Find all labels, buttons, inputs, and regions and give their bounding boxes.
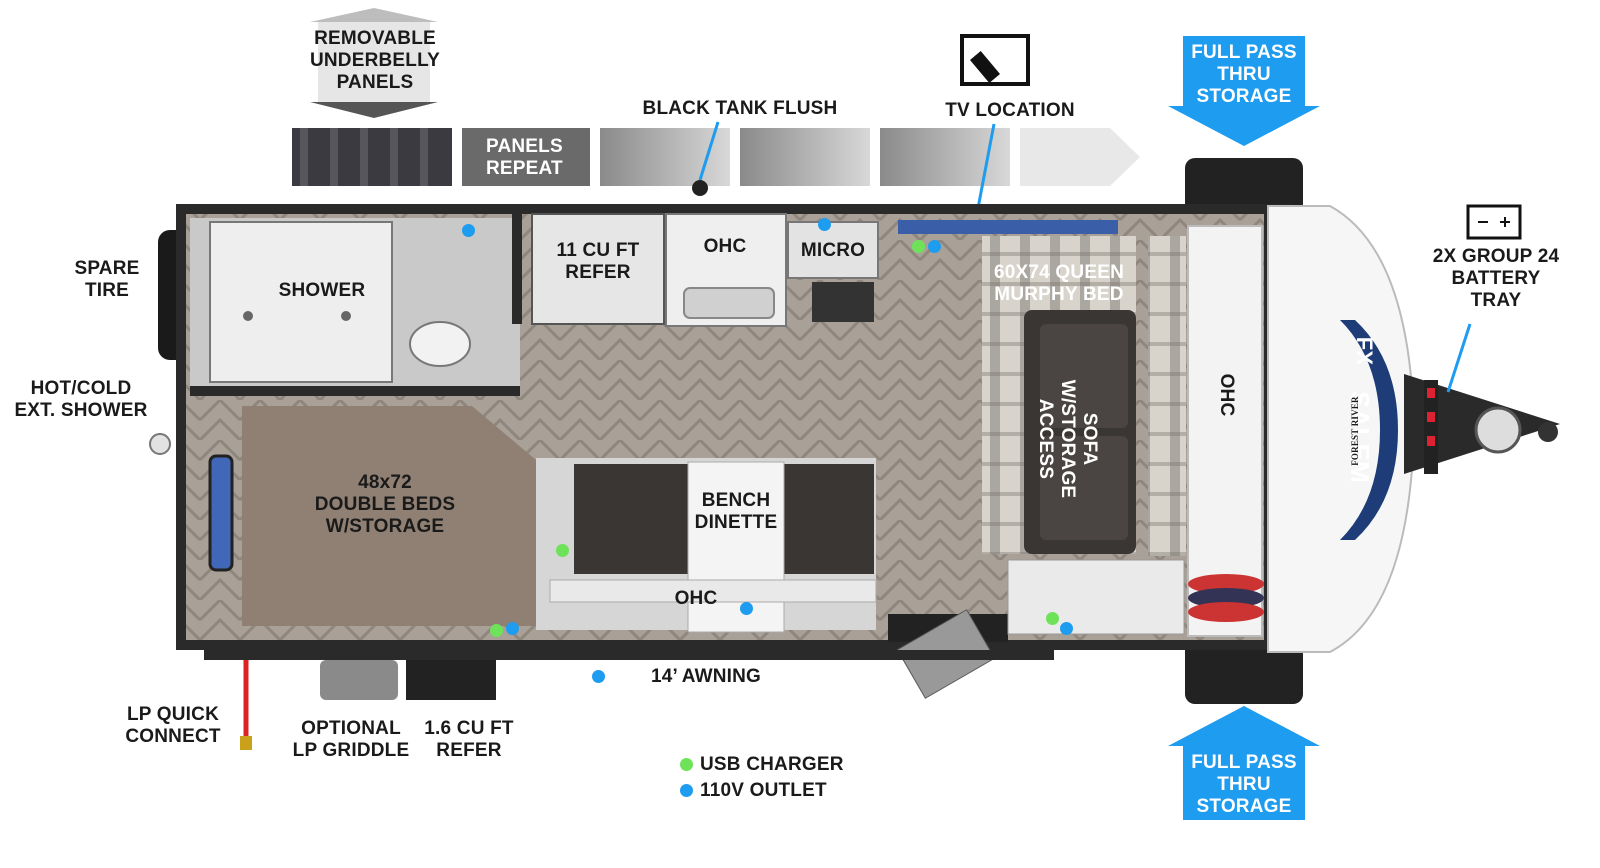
lp-connector-icon	[240, 736, 252, 750]
ohc-bottom-label: OHC	[674, 588, 718, 609]
bed-window-icon	[208, 454, 234, 572]
awning-label: 14’ AWNING	[650, 666, 762, 687]
battery-label: 2X GROUP 24 BATTERY TRAY	[1432, 246, 1560, 311]
lp-quick-label: LP QUICK CONNECT	[125, 704, 221, 747]
salem-logo-icon	[1340, 320, 1398, 540]
battery-leader	[1446, 323, 1472, 393]
panels-repeat-label: PANELS REPEAT	[486, 136, 563, 179]
front-cabinet	[1007, 559, 1185, 635]
refer-box	[531, 213, 665, 325]
brand-sub-text: FOREST RIVER	[1350, 396, 1360, 466]
refer-label: 11 CU FT REFER	[556, 240, 640, 283]
outlet-dot	[740, 602, 753, 615]
usb-dot	[556, 544, 569, 557]
shower-stall	[209, 221, 393, 383]
usb-dot	[912, 240, 925, 253]
outlet-dot	[1060, 622, 1073, 635]
outlet-dot	[928, 240, 941, 253]
outlet-dot	[462, 224, 475, 237]
dinette-table	[687, 461, 785, 633]
awning-bar	[204, 650, 1054, 660]
usb-dot	[1046, 612, 1059, 625]
small-refer-icon	[406, 660, 496, 700]
dinette-bench-bottom	[549, 579, 877, 603]
ohc-top-label: OHC	[703, 236, 747, 257]
black-tank-label: BLACK TANK FLUSH	[642, 98, 838, 119]
usb-legend-icon	[680, 758, 693, 771]
shower-drain-icon	[243, 311, 253, 321]
outlet-legend-icon	[680, 784, 693, 797]
bath-wall	[190, 386, 520, 396]
battery-icon	[1466, 204, 1522, 240]
sink-icon	[683, 287, 775, 319]
front-ohc-area	[1187, 225, 1263, 637]
tv-icon	[960, 34, 1030, 86]
black-tank-flush-icon	[692, 180, 708, 196]
ext-shower-icon	[149, 433, 171, 455]
underbelly-panels	[292, 128, 1140, 186]
underbelly-arrow-icon	[310, 8, 438, 118]
micro-label: MICRO	[800, 240, 866, 261]
ohc-front-label: OHC	[1216, 373, 1237, 417]
hitch-icon	[1404, 374, 1560, 474]
outlet-dot	[592, 670, 605, 683]
brand-fx-text: FX	[1352, 336, 1377, 366]
usb-dot	[490, 624, 503, 637]
bath-divider	[512, 214, 522, 324]
sofa-seat-2	[1040, 436, 1128, 540]
sofa-seat-1	[1040, 324, 1128, 428]
shower-drain-2-icon	[341, 311, 351, 321]
outlet-dot	[506, 622, 519, 635]
front-plaid-strip	[1148, 236, 1186, 556]
outlet-legend-label: 110V OUTLET	[700, 780, 827, 801]
dinette-label: BENCH DINETTE	[694, 490, 778, 533]
griddle-label: OPTIONAL LP GRIDDLE	[292, 718, 410, 761]
legend-outlet: 110V OUTLET	[680, 778, 880, 804]
tv-location-label: TV LOCATION	[945, 100, 1075, 121]
usb-legend-label: USB CHARGER	[700, 754, 844, 775]
double-bed	[242, 406, 536, 626]
legend: USB CHARGER 110V OUTLET	[680, 752, 880, 804]
black-tank-leader	[698, 121, 720, 181]
legend-usb: USB CHARGER	[680, 752, 880, 778]
micro-box	[787, 221, 879, 279]
ext-shower-label: HOT/COLD EXT. SHOWER	[14, 378, 148, 421]
storage-bottom-label: FULL PASS THRU STORAGE	[1191, 752, 1297, 817]
storage-arrow-bottom-icon	[1168, 706, 1320, 820]
storage-arrow-top-icon	[1168, 36, 1320, 146]
murphy-bed-label: 60X74 QUEEN MURPHY BED	[994, 262, 1124, 305]
storage-top-label: FULL PASS THRU STORAGE	[1191, 42, 1297, 107]
toilet-icon	[409, 321, 471, 367]
storage-bins-icon	[1188, 574, 1264, 622]
underbelly-label: REMOVABLE UNDERBELLY PANELS	[309, 28, 441, 93]
sofa-label: SOFA W/STORAGE ACCESS	[1035, 379, 1100, 499]
outlet-dot	[818, 218, 831, 231]
small-refer-label: 1.6 CU FT REFER	[424, 718, 514, 761]
tv-wall	[898, 220, 1118, 234]
stove-icon	[812, 282, 874, 322]
double-beds-label: 48x72 DOUBLE BEDS W/STORAGE	[314, 472, 456, 537]
lp-griddle-icon	[320, 660, 398, 700]
shower-label: SHOWER	[278, 280, 366, 301]
spare-tire-label: SPARE TIRE	[74, 258, 140, 301]
